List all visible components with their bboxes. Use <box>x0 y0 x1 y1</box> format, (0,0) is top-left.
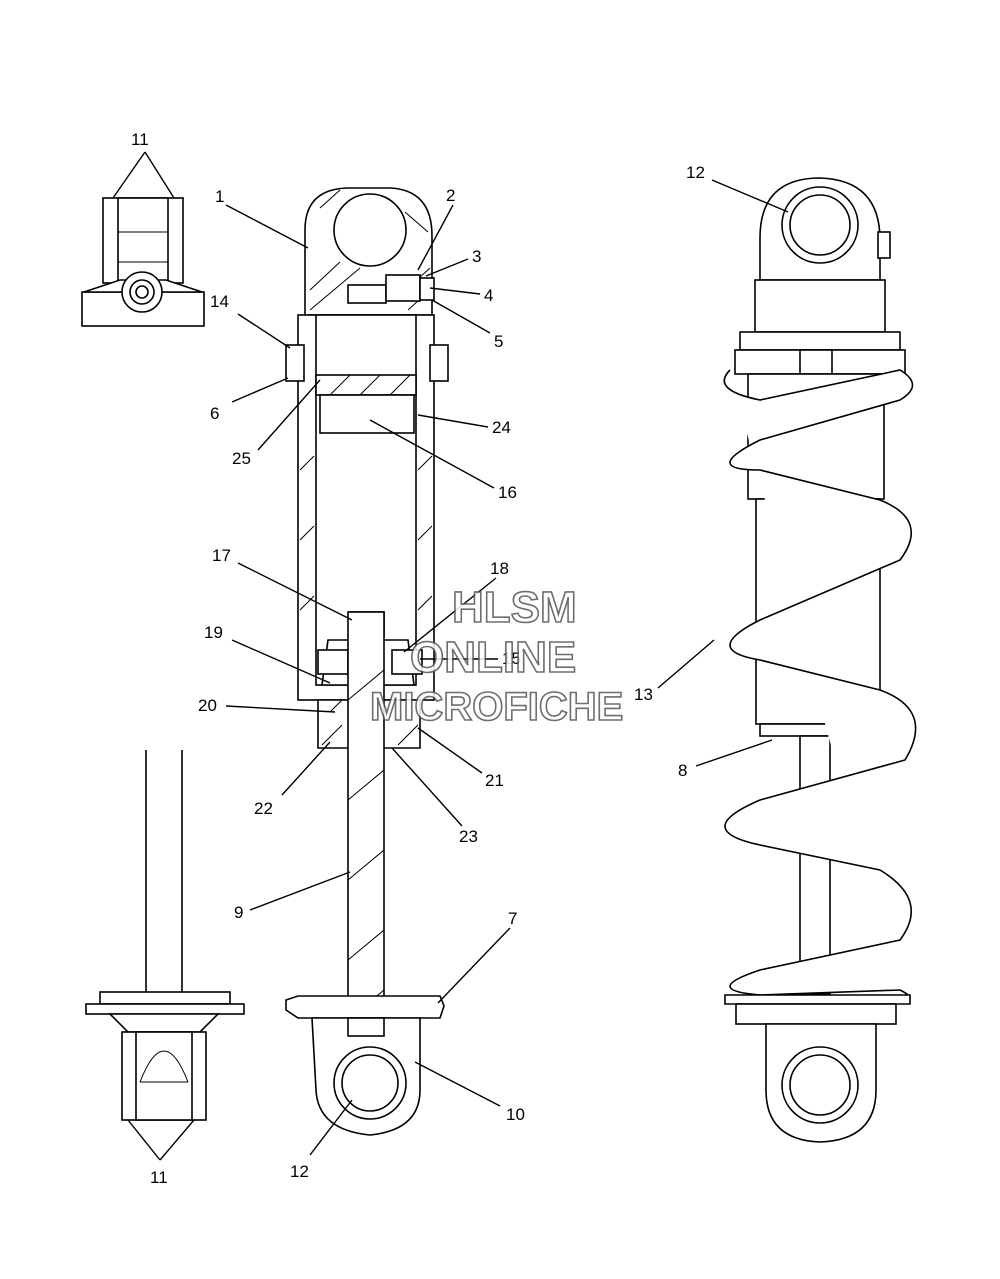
callout-4: 4 <box>484 286 493 305</box>
callout-12-bottom: 12 <box>290 1162 309 1181</box>
leader-lines <box>112 151 789 1161</box>
callout-19: 19 <box>204 623 223 642</box>
callout-11-top: 11 <box>131 130 149 149</box>
callout-17: 17 <box>212 546 231 565</box>
callout-15: 15 <box>502 649 521 668</box>
top-mount-end-view <box>81 197 205 327</box>
bottom-mount-end-view <box>85 750 245 1121</box>
watermark-line-2: ONLINE <box>410 633 576 682</box>
callout-18: 18 <box>490 559 509 578</box>
shock-cutaway-view <box>285 187 449 1136</box>
callout-3: 3 <box>472 247 481 266</box>
callout-6: 6 <box>210 404 219 423</box>
callout-7: 7 <box>508 909 517 928</box>
callout-11-bottom: 11 <box>150 1168 168 1187</box>
callout-22: 22 <box>254 799 273 818</box>
callout-2: 2 <box>446 186 455 205</box>
callout-labels: 11 1 2 3 4 5 14 6 25 24 16 17 18 19 15 2… <box>131 130 705 1187</box>
callout-1: 1 <box>215 187 224 206</box>
callout-20: 20 <box>198 696 217 715</box>
watermark-line-1: HLSM <box>452 583 577 632</box>
callout-23: 23 <box>459 827 478 846</box>
callout-21: 21 <box>485 771 504 790</box>
watermark-line-3: MICROFICHE <box>370 685 623 729</box>
callout-8: 8 <box>678 761 687 780</box>
callout-9: 9 <box>234 903 243 922</box>
callout-25: 25 <box>232 449 251 468</box>
callout-24: 24 <box>492 418 511 437</box>
coil-over-assembly-view <box>723 177 917 1143</box>
callout-10: 10 <box>506 1105 525 1124</box>
watermark: HLSM ONLINE MICROFICHE <box>369 582 624 730</box>
callout-16: 16 <box>498 483 517 502</box>
callout-5: 5 <box>494 332 503 351</box>
callout-12-top: 12 <box>686 163 705 182</box>
callout-14: 14 <box>210 292 229 311</box>
callout-13: 13 <box>634 685 653 704</box>
